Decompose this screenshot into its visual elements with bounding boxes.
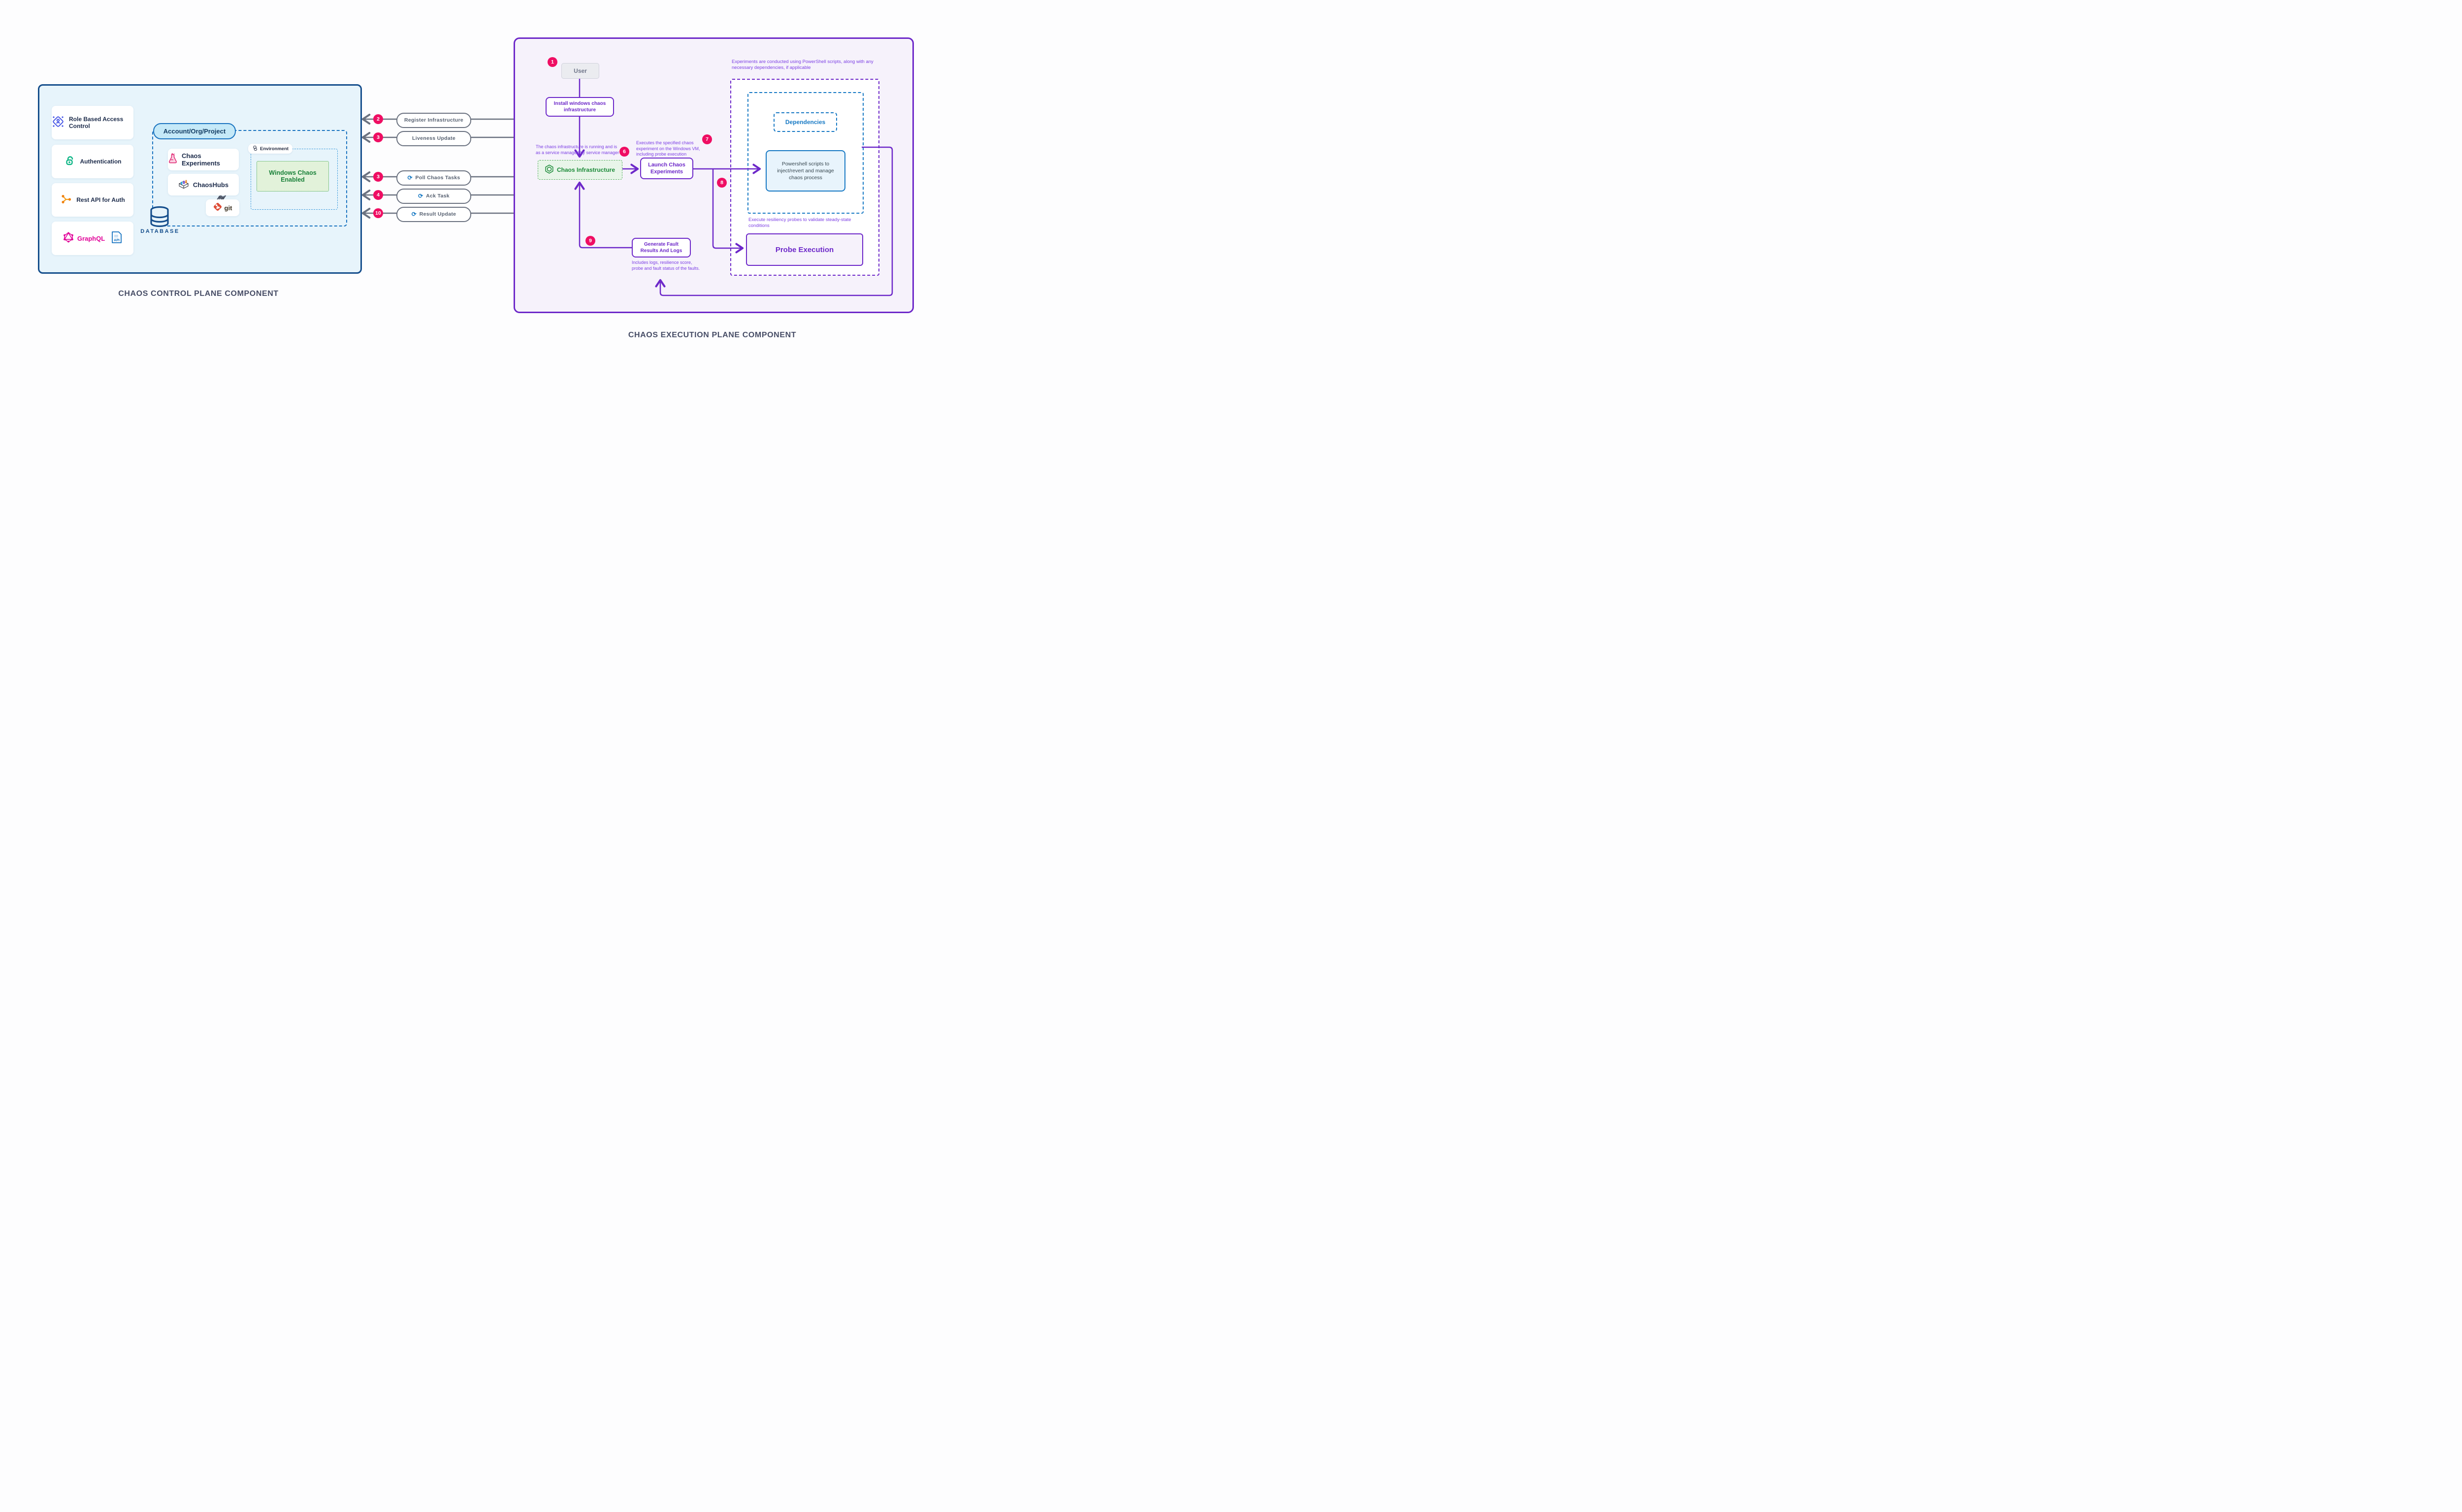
probe-execution-node: Probe Execution <box>746 233 863 266</box>
step-badge-9: 9 <box>585 236 595 246</box>
card-authentication: Authentication <box>52 145 133 178</box>
windows-chaos-enabled-label: Windows Chaos Enabled <box>269 169 317 183</box>
api-file-icon: API <box>111 231 122 246</box>
execution-plane-title: CHAOS EXECUTION PLANE COMPONENT <box>628 331 797 339</box>
svg-text:API: API <box>114 239 120 242</box>
git-card: git <box>206 199 239 216</box>
chaoshub-rack-icon <box>178 178 189 192</box>
environment-label: Environment <box>260 146 289 152</box>
card-rest-api: Rest API for Auth <box>52 183 133 217</box>
open-lock-icon <box>64 155 76 169</box>
connector-result-update-label: Result Update <box>419 211 456 217</box>
hexagon-icon <box>252 145 258 153</box>
git-icon <box>213 202 222 214</box>
connector-liveness-update: Liveness Update <box>396 130 471 146</box>
card-rest-api-label: Rest API for Auth <box>76 196 125 203</box>
dependencies-label: Dependencies <box>785 119 826 126</box>
step-badge-8: 8 <box>717 178 727 188</box>
step-badge-6: 6 <box>619 147 629 157</box>
git-label: git <box>224 204 232 212</box>
account-org-project-label: Account/Org/Project <box>163 128 226 135</box>
database-icon <box>148 206 171 230</box>
chaos-experiments-card: Chaos Experiments <box>168 149 239 170</box>
connector-ack-task: ⟳ Ack Task <box>396 188 471 204</box>
step-badge-3b: 3 <box>373 172 383 182</box>
step-badge-7: 7 <box>702 134 712 144</box>
generate-results-node: Generate Fault Results And Logs <box>632 238 691 257</box>
user-label: User <box>574 67 587 74</box>
chaos-infrastructure-node: Chaos Infrastructure <box>538 160 622 180</box>
account-dashed-box <box>152 130 347 226</box>
install-infra-label: Install windows chaos infrastructure <box>553 101 606 113</box>
generate-results-label: Generate Fault Results And Logs <box>640 242 682 254</box>
sync-icon: ⟳ <box>407 174 413 181</box>
probe-note: Execute resiliency probes to validate st… <box>748 217 851 229</box>
connector-poll-chaos-tasks: ⟳ Poll Chaos Tasks <box>396 170 471 186</box>
step-badge-3a: 3 <box>373 132 383 142</box>
environment-dashed-box <box>251 149 338 210</box>
card-graphql: GraphQL API <box>52 222 133 255</box>
includes-note: Includes logs, resilience score, probe a… <box>632 260 700 271</box>
rbac-network-icon <box>52 115 65 130</box>
install-infra-node: Install windows chaos infrastructure <box>546 97 614 117</box>
connector-poll-chaos-tasks-label: Poll Chaos Tasks <box>415 175 460 181</box>
launch-experiments-label: Launch Chaos Experiments <box>648 161 685 175</box>
sync-icon: ⟳ <box>411 211 417 218</box>
card-rbac-label: Role Based Access Control <box>69 116 124 129</box>
powershell-note: Experiments are conducted using PowerShe… <box>732 59 874 71</box>
running-note: The chaos infrastructure is running and … <box>536 144 619 155</box>
step-badge-2: 2 <box>373 114 383 124</box>
branch-icon <box>60 193 72 207</box>
card-authentication-label: Authentication <box>80 158 122 165</box>
card-graphql-label: GraphQL <box>77 234 105 242</box>
probe-execution-label: Probe Execution <box>775 245 834 254</box>
card-rbac: Role Based Access Control <box>52 106 133 139</box>
launch-experiments-node: Launch Chaos Experiments <box>640 158 693 179</box>
windows-chaos-enabled-box: Windows Chaos Enabled <box>257 161 329 192</box>
connector-register-infrastructure-label: Register Infrastructure <box>404 117 464 123</box>
connector-liveness-update-label: Liveness Update <box>412 135 455 141</box>
user-node: User <box>561 63 599 79</box>
execution-flow-lines <box>574 78 893 296</box>
git-sync-arrows <box>216 194 227 201</box>
dependencies-box: Dependencies <box>774 112 837 132</box>
sync-icon: ⟳ <box>418 193 423 199</box>
database-label: DATABASE <box>140 228 180 234</box>
connector-result-update: ⟳ Result Update <box>396 206 471 222</box>
chaoshubs-card: ChaosHubs <box>168 174 239 195</box>
chaos-experiments-label: Chaos Experiments <box>182 152 221 167</box>
chaos-architecture-diagram: Role Based Access Control Authentication… <box>0 0 949 378</box>
connector-register-infrastructure: Register Infrastructure <box>396 112 471 128</box>
powershell-scripts-label: Powershell scripts to inject/revert and … <box>777 161 834 181</box>
step-badge-10: 10 <box>373 208 383 218</box>
step-badge-1: 1 <box>548 57 557 67</box>
step-badge-4: 4 <box>373 190 383 200</box>
chaos-infrastructure-icon <box>545 164 553 175</box>
account-org-project-pill: Account/Org/Project <box>153 123 236 139</box>
connector-ack-task-label: Ack Task <box>426 193 450 199</box>
powershell-scripts-node: Powershell scripts to inject/revert and … <box>766 150 845 192</box>
powershell-inner-dashed-box <box>747 92 864 214</box>
chaoshubs-label: ChaosHubs <box>193 181 229 189</box>
flask-icon <box>168 153 178 166</box>
control-plane-title: CHAOS CONTROL PLANE COMPONENT <box>118 290 279 298</box>
executes-note: Executes the specified chaos experiment … <box>636 140 700 157</box>
graphql-icon <box>63 231 74 245</box>
environment-tag: Environment <box>248 144 293 154</box>
chaos-infrastructure-label: Chaos Infrastructure <box>556 166 616 173</box>
